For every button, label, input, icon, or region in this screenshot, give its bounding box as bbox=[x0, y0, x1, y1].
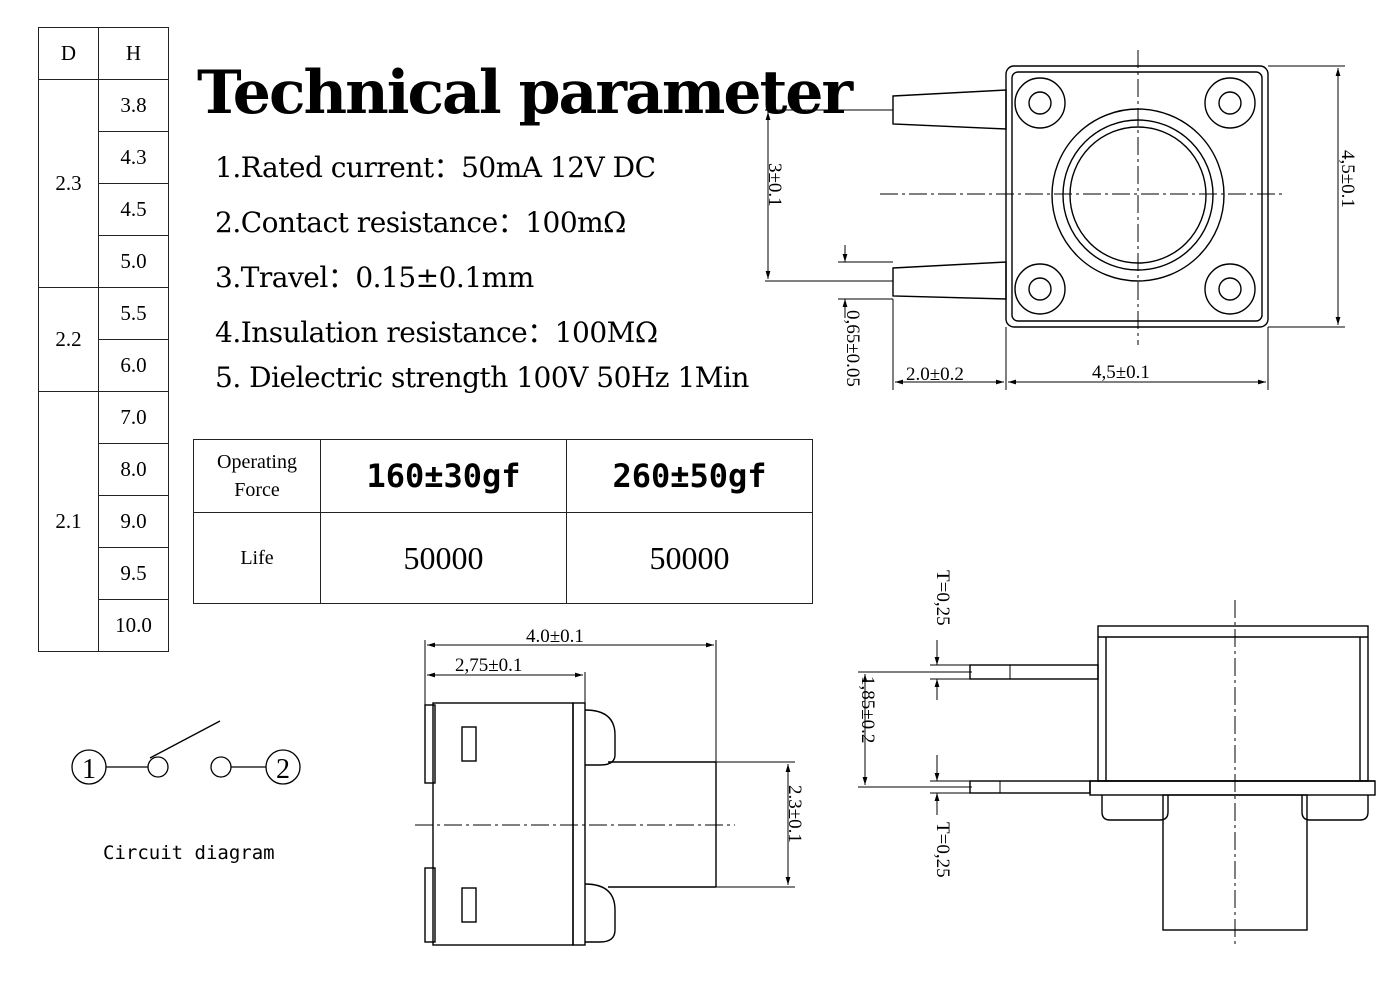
life-value: 50000 bbox=[566, 512, 813, 604]
dim-pin-spacing: 3±0.1 bbox=[764, 163, 785, 207]
param-contact-resistance: 2.Contact resistance：100mΩ bbox=[215, 206, 626, 239]
terminal-1-number: 1 bbox=[82, 754, 96, 785]
dh-h-value: 4.5 bbox=[98, 183, 169, 236]
dh-h-value: 4.3 bbox=[98, 131, 169, 184]
dim-side-body: 2,75±0.1 bbox=[455, 655, 522, 676]
param-insulation-resistance: 4.Insulation resistance：100MΩ bbox=[215, 316, 658, 349]
front-view-drawing bbox=[858, 600, 1376, 945]
operating-force-label: Operating Force bbox=[193, 439, 321, 513]
dim-side-overall: 4.0±0.1 bbox=[526, 626, 584, 647]
operating-table: Operating Force 160±30gf 260±50gf Life 5… bbox=[193, 439, 813, 604]
param-travel: 3.Travel：0.15±0.1mm bbox=[215, 261, 534, 294]
dim-front-thickness-top: T=0,25 bbox=[932, 570, 953, 626]
dim-lead-length: 2.0±0.2 bbox=[906, 364, 964, 385]
page-title: Technical parameter bbox=[197, 58, 853, 128]
side-view-drawing bbox=[415, 640, 795, 946]
dh-h-value: 10.0 bbox=[98, 599, 169, 652]
dh-h-value: 8.0 bbox=[98, 443, 169, 496]
dh-h-value: 7.0 bbox=[98, 391, 169, 444]
param-rated-current: 1.Rated current：50mA 12V DC bbox=[215, 151, 656, 184]
dim-side-actuator: 2.3±0.1 bbox=[784, 785, 805, 843]
dim-top-height: 4,5±0.1 bbox=[1337, 150, 1358, 208]
top-view-drawing bbox=[765, 50, 1345, 390]
circuit-diagram bbox=[71, 720, 301, 785]
dh-h-value: 9.5 bbox=[98, 547, 169, 600]
life-label: Life bbox=[193, 512, 321, 604]
dh-h-value: 9.0 bbox=[98, 495, 169, 548]
dim-pin-width: 0,65±0.05 bbox=[842, 310, 863, 387]
dim-front-pin-spacing: 1,85±0.2 bbox=[857, 676, 878, 743]
dim-top-width: 4,5±0.1 bbox=[1092, 362, 1150, 383]
dh-header-h: H bbox=[98, 27, 169, 80]
dim-front-thickness-bottom: T=0,25 bbox=[932, 822, 953, 878]
circuit-diagram-label: Circuit diagram bbox=[103, 842, 275, 864]
dh-h-value: 5.0 bbox=[98, 235, 169, 288]
switch-lever bbox=[149, 720, 221, 759]
terminal-2-number: 2 bbox=[276, 754, 290, 785]
param-dielectric-strength: 5. Dielectric strength 100V 50Hz 1Min bbox=[215, 361, 749, 394]
dh-header-d: D bbox=[38, 27, 99, 80]
terminal-2-icon bbox=[265, 749, 301, 785]
dh-table: D H 2.3 3.8 4.3 4.5 5.0 2.2 5.5 6.0 2.1 … bbox=[38, 27, 169, 652]
dh-h-value: 5.5 bbox=[98, 287, 169, 340]
